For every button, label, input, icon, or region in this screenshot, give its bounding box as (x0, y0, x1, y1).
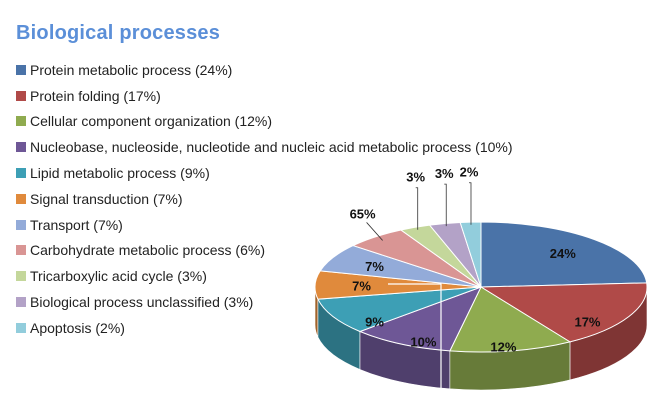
legend-item: Protein folding (17%) (16, 83, 513, 109)
label-leader-line (444, 183, 447, 227)
label-leader-line (366, 222, 383, 241)
slice-data-label: 7% (365, 259, 384, 274)
legend-label: Biological process unclassified (3%) (30, 294, 254, 311)
legend-swatch (16, 322, 26, 333)
legend-item: Protein metabolic process (24%) (16, 57, 513, 83)
legend-label: Transport (7%) (30, 216, 123, 233)
label-leader-line (468, 182, 472, 225)
slice-data-label: 9% (365, 315, 384, 330)
legend-item: Apoptosis (2%) (16, 315, 513, 341)
slice-data-label: 10% (410, 334, 436, 349)
legend-swatch (16, 245, 26, 256)
legend-item: Transport (7%) (16, 212, 513, 238)
legend-label: Apoptosis (2%) (30, 319, 125, 336)
legend-swatch (16, 64, 26, 75)
legend-item: Biological process unclassified (3%) (16, 289, 513, 315)
data-labels: 24% 17% 12% 10% 9% 7% 7% 65% 3% 3% 2% (350, 165, 601, 355)
slice-data-label: 17% (574, 315, 600, 330)
slice-data-label: 7% (352, 279, 371, 294)
legend-item: Nucleobase, nucleoside, nucleotide and n… (16, 134, 513, 160)
legend-swatch (16, 297, 26, 308)
legend-swatch (16, 116, 26, 127)
legend-item: Signal transduction (7%) (16, 186, 513, 212)
pie-slice (449, 286, 572, 353)
pie-slice (480, 221, 648, 288)
label-leader-line (415, 187, 419, 230)
legend-swatch (16, 271, 26, 282)
slice-data-label: 2% (460, 165, 479, 180)
legend-swatch (16, 90, 26, 101)
legend-label: Lipid metabolic process (9%) (30, 165, 210, 182)
legend-item: Lipid metabolic process (9%) (16, 160, 513, 186)
slice-data-label: 24% (550, 246, 576, 261)
legend-item: Cellular component organization (12%) (16, 109, 513, 135)
slice-data-label: 65% (350, 206, 376, 221)
legend-label: Protein folding (17%) (30, 87, 161, 104)
legend-item: Tricarboxylic acid cycle (3%) (16, 263, 513, 289)
legend-label: Carbohydrate metabolic process (6%) (30, 242, 265, 259)
legend-swatch (16, 142, 26, 153)
legend-label: Protein metabolic process (24%) (30, 61, 233, 78)
slice-data-label: 3% (435, 166, 454, 181)
slice-data-label: 3% (406, 170, 425, 185)
legend-swatch (16, 168, 26, 179)
pie-slice (479, 282, 648, 343)
legend-swatch (16, 193, 26, 204)
pie-tops (314, 221, 648, 353)
pie-slice (459, 221, 482, 288)
legend-label: Signal transduction (7%) (30, 190, 183, 207)
legend-item: Carbohydrate metabolic process (6%) (16, 238, 513, 264)
legend-swatch (16, 219, 26, 230)
legend-label: Nucleobase, nucleoside, nucleotide and n… (30, 139, 513, 156)
legend-label: Cellular component organization (12%) (30, 113, 273, 130)
pie-sides (314, 286, 648, 391)
pie-slice (358, 286, 482, 352)
slice-data-label: 12% (490, 339, 516, 354)
legend-label: Tricarboxylic acid cycle (3%) (30, 268, 207, 285)
pie-slice (317, 286, 482, 333)
guide-line (388, 283, 442, 395)
chart-title: Biological processes (16, 22, 221, 44)
chart-legend: Protein metabolic process (24%) Protein f… (16, 57, 513, 341)
